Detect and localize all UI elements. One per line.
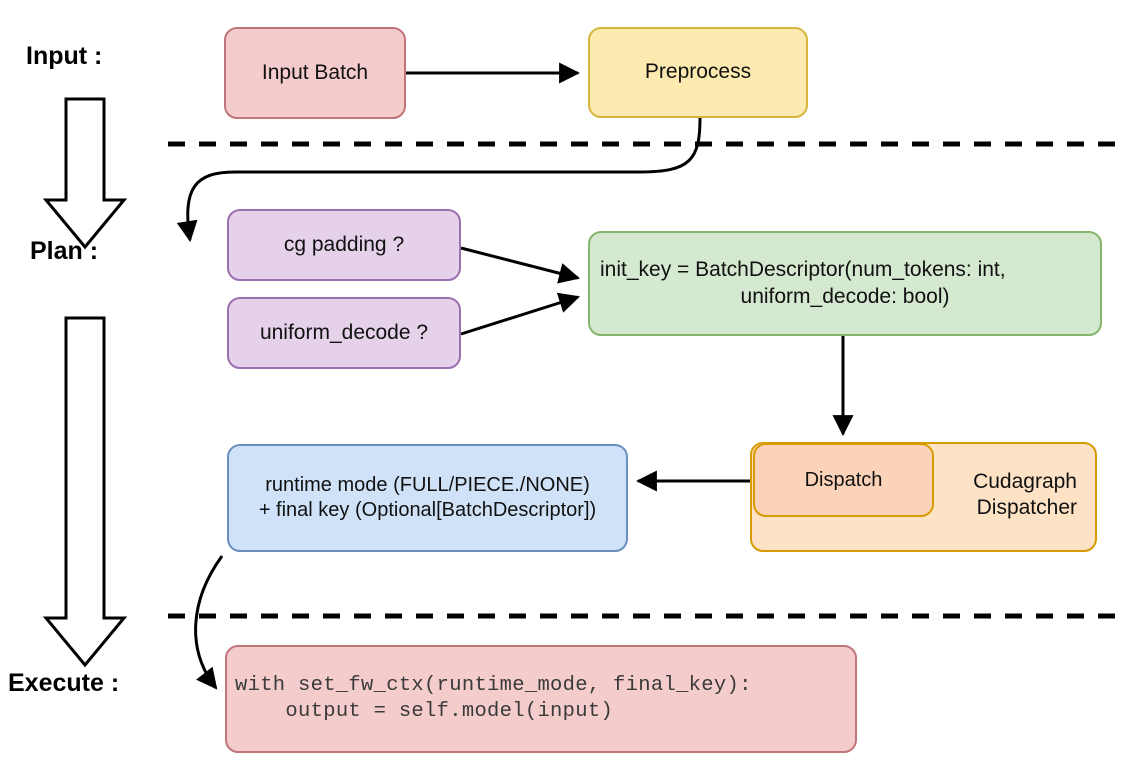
node-cudagraph-dispatcher-line2: Dispatcher — [976, 496, 1077, 519]
stage-label-plan: Plan : — [30, 237, 99, 265]
node-uniform-decode[interactable]: uniform_decode ? — [227, 297, 461, 369]
node-cg-padding[interactable]: cg padding ? — [227, 209, 461, 281]
plan-to-execute-arrow — [42, 316, 128, 668]
stage-label-input: Input : — [26, 42, 103, 70]
node-init-key-line1: init_key = BatchDescriptor(num_tokens: i… — [600, 258, 1006, 282]
node-cg-padding-label: cg padding ? — [283, 232, 405, 256]
node-input-batch[interactable]: Input Batch — [224, 27, 406, 119]
node-runtime-mode[interactable]: runtime mode (FULL/PIECE./NONE) + final … — [227, 444, 628, 552]
node-runtime-mode-line1: runtime mode (FULL/PIECE./NONE) — [265, 474, 590, 496]
node-init-key-line2: uniform_decode: bool) — [740, 284, 950, 308]
runtime-mode-to-execute-code — [194, 555, 224, 690]
cg-padding-to-init-key — [460, 246, 581, 284]
node-cudagraph-dispatcher-line1: Cudagraph — [973, 469, 1077, 493]
node-dispatch-label: Dispatch — [804, 468, 883, 491]
node-uniform-decode-label: uniform_decode ? — [259, 320, 429, 344]
node-input-batch-label: Input Batch — [261, 60, 369, 84]
uniform-decode-to-init-key — [460, 292, 581, 336]
input-to-plan-arrow — [42, 97, 128, 250]
stage-label-execute: Execute : — [8, 669, 120, 697]
node-runtime-mode-line2: + final key (Optional[BatchDescriptor]) — [258, 499, 597, 521]
node-preprocess[interactable]: Preprocess — [588, 27, 808, 118]
node-execute-code-line2: output = self.model(input) — [235, 700, 614, 723]
node-init-key[interactable]: init_key = BatchDescriptor(num_tokens: i… — [588, 231, 1102, 336]
node-dispatch[interactable]: Dispatch — [753, 443, 934, 517]
node-execute-code-line1: with set_fw_ctx(runtime_mode, final_key)… — [235, 674, 752, 698]
node-execute-code[interactable]: with set_fw_ctx(runtime_mode, final_key)… — [225, 645, 857, 753]
node-preprocess-label: Preprocess — [644, 60, 752, 84]
